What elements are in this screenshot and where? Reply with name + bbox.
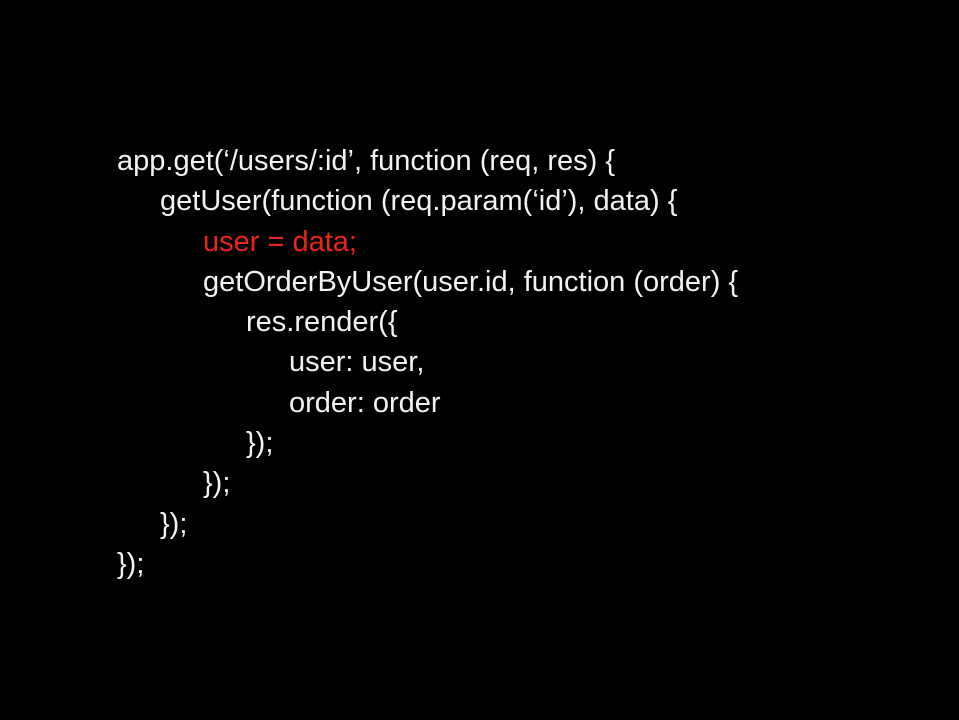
code-line: }); xyxy=(203,467,231,500)
code-line: }); xyxy=(160,507,188,540)
code-line: res.render({ xyxy=(246,306,398,339)
code-line: getOrderByUser(user.id, function (order)… xyxy=(203,265,739,298)
code-line: app.get(‘/users/:id’, function (req, res… xyxy=(117,145,616,177)
code-line: user: user, xyxy=(289,346,425,379)
code-line: order: order xyxy=(289,386,441,419)
code-block: app.get(‘/users/:id’, function (req, res… xyxy=(117,141,738,584)
code-line: }); xyxy=(117,547,145,580)
code-line: }); xyxy=(246,427,274,460)
highlighted-code-line: user = data; xyxy=(203,225,357,258)
code-line: getUser(function (req.param(‘id’), data)… xyxy=(160,185,678,218)
